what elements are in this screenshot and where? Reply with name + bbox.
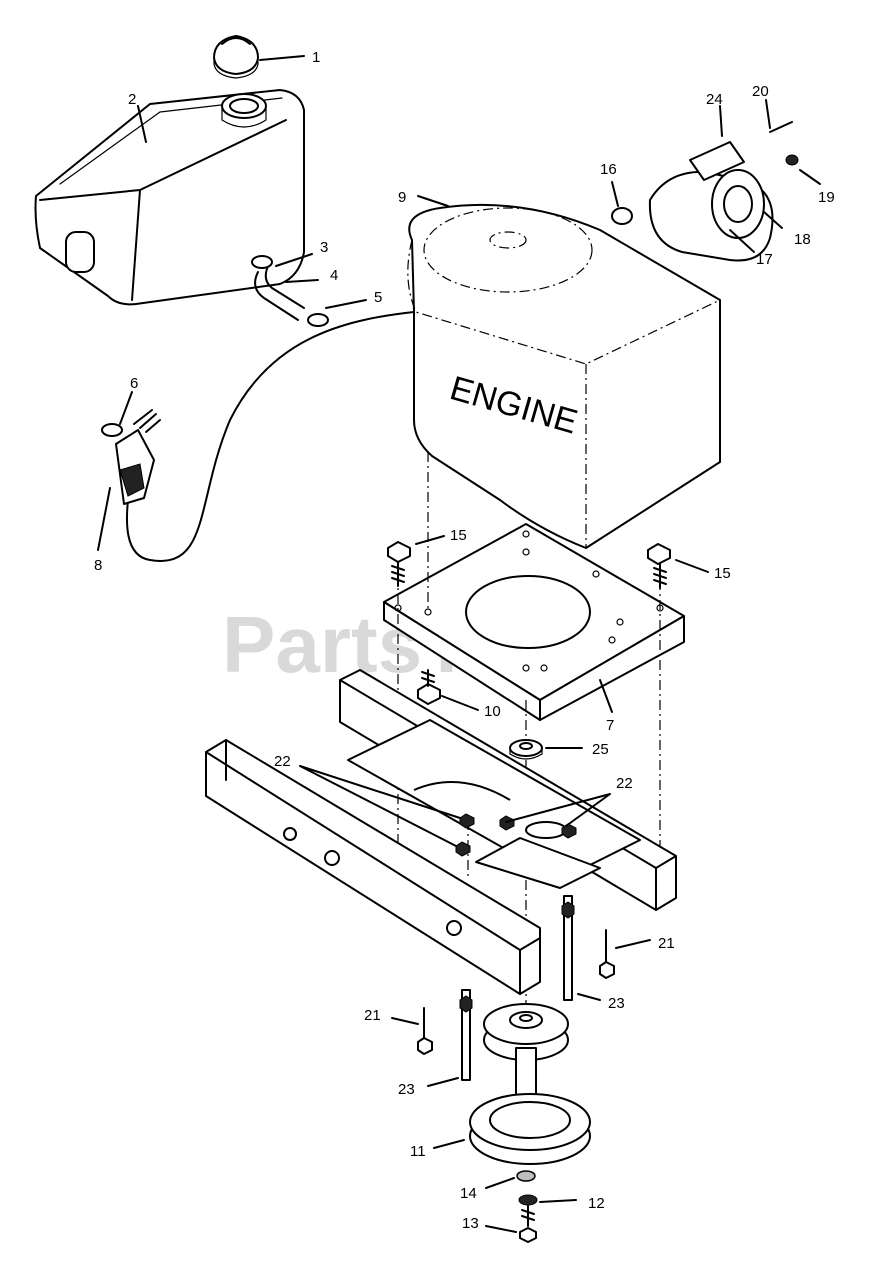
throttle-control-part[interactable] xyxy=(101,409,161,505)
callout-12[interactable]: 12 xyxy=(588,1195,605,1212)
fuel-tank-part[interactable] xyxy=(34,89,305,306)
bolt-10[interactable] xyxy=(417,669,441,705)
bolt-13[interactable] xyxy=(519,1205,537,1243)
callout-15a[interactable]: 15 xyxy=(450,527,467,544)
callout-24[interactable]: 24 xyxy=(706,91,723,108)
callout-16[interactable]: 16 xyxy=(600,161,617,178)
engine-block-part[interactable]: ENGINE xyxy=(407,203,721,549)
callout-18[interactable]: 18 xyxy=(794,231,811,248)
bolt-15-left[interactable] xyxy=(387,541,411,587)
callout-6[interactable]: 6 xyxy=(130,375,138,392)
callout-21b[interactable]: 21 xyxy=(364,1007,381,1024)
callout-15b[interactable]: 15 xyxy=(714,565,731,582)
callout-4[interactable]: 4 xyxy=(330,267,338,284)
callout-20[interactable]: 20 xyxy=(752,83,769,100)
callout-21a[interactable]: 21 xyxy=(658,935,675,952)
callout-25[interactable]: 25 xyxy=(592,741,609,758)
throttle-cable xyxy=(125,311,415,562)
callout-7[interactable]: 7 xyxy=(606,717,614,734)
callout-1[interactable]: 1 xyxy=(312,49,320,66)
lock-washer-12[interactable] xyxy=(518,1194,538,1206)
frame-left-rail xyxy=(205,739,541,995)
frame-cross-plate xyxy=(347,719,641,889)
nut-22-b[interactable] xyxy=(455,841,471,857)
callout-17[interactable]: 17 xyxy=(756,251,773,268)
nut-22-a[interactable] xyxy=(459,813,475,829)
bolt-21-left[interactable] xyxy=(417,1007,433,1055)
muffler-assembly-part[interactable] xyxy=(611,121,799,262)
stud-23-left[interactable] xyxy=(459,989,473,1081)
callout-23b[interactable]: 23 xyxy=(398,1081,415,1098)
plate-holes xyxy=(394,530,664,672)
callout-22a[interactable]: 22 xyxy=(274,753,291,770)
nut-22-c[interactable] xyxy=(499,815,515,831)
callout-8[interactable]: 8 xyxy=(94,557,102,574)
lower-pulley-part[interactable] xyxy=(469,1093,591,1165)
callout-2[interactable]: 2 xyxy=(128,91,136,108)
upper-pulley-part[interactable] xyxy=(483,1003,569,1061)
callout-22b[interactable]: 22 xyxy=(616,775,633,792)
callout-9[interactable]: 9 xyxy=(398,189,406,206)
fuel-cap-part[interactable] xyxy=(213,35,259,79)
bolt-21-right[interactable] xyxy=(599,929,615,979)
callout-23a[interactable]: 23 xyxy=(608,995,625,1012)
engine-plate-part[interactable] xyxy=(383,523,685,721)
washer-14[interactable] xyxy=(516,1170,536,1182)
bolt-15-right[interactable] xyxy=(647,543,671,589)
callout-11[interactable]: 11 xyxy=(410,1143,426,1160)
leader-lines xyxy=(97,55,821,1233)
stud-23-right[interactable] xyxy=(561,895,575,1001)
callout-14[interactable]: 14 xyxy=(460,1185,477,1202)
callout-labels: 1 2 3 4 5 6 7 8 9 10 11 12 13 14 15 15 1… xyxy=(94,49,835,1232)
callout-19[interactable]: 19 xyxy=(818,189,835,206)
callout-13[interactable]: 13 xyxy=(462,1215,479,1232)
callout-5[interactable]: 5 xyxy=(374,289,382,306)
callout-10[interactable]: 10 xyxy=(484,703,501,720)
fuel-line-part[interactable] xyxy=(251,255,329,327)
callout-3[interactable]: 3 xyxy=(320,239,328,256)
spacer-25[interactable] xyxy=(509,739,543,760)
